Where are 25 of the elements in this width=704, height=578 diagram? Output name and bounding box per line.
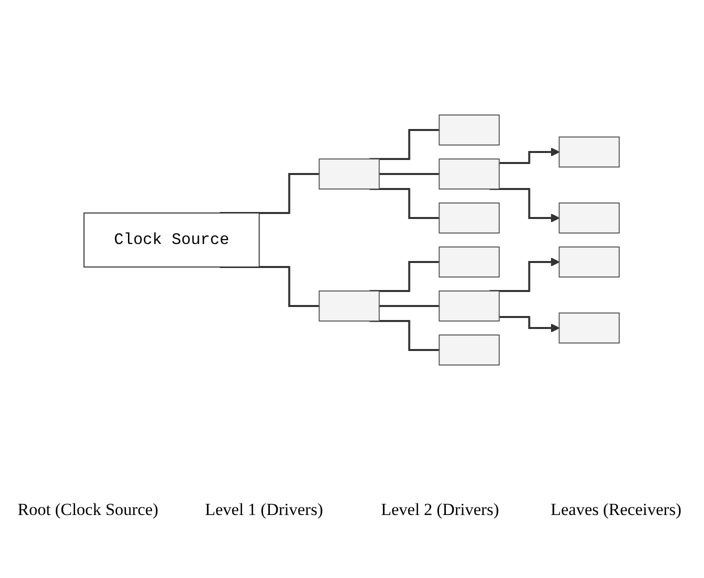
- node-box: Clock Source: [84, 212, 260, 268]
- node-box: [559, 202, 620, 234]
- level-label: Level 1 (Drivers): [204, 500, 324, 520]
- node-box: [559, 246, 620, 278]
- connector: [380, 305, 441, 307]
- level-label: Root (Clock Source): [16, 500, 160, 520]
- connector: [220, 173, 321, 214]
- node-box: [439, 202, 500, 234]
- node-box: [439, 114, 500, 146]
- node-box: [319, 158, 380, 190]
- arrow: [500, 148, 560, 164]
- node-box: [319, 290, 380, 322]
- arrow: [490, 258, 560, 292]
- connector: [370, 261, 441, 292]
- connector: [380, 173, 441, 175]
- connector: [370, 129, 441, 160]
- node-box: [439, 246, 500, 278]
- node-box: [439, 158, 500, 190]
- node-box: [439, 334, 500, 366]
- node-box: [559, 136, 620, 168]
- level-label: Leaves (Receivers): [550, 500, 682, 520]
- node-box: [559, 312, 620, 344]
- level-label: Level 2 (Drivers): [380, 500, 500, 520]
- node-box: [439, 290, 500, 322]
- arrow: [500, 316, 560, 332]
